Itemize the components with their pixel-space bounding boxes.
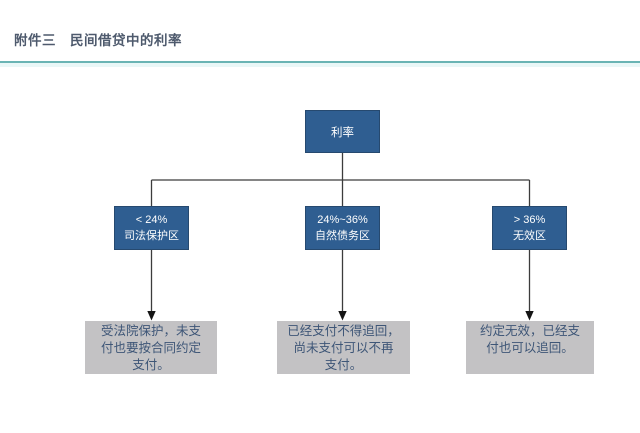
branch-zone-label: 无效区 bbox=[513, 230, 546, 242]
node-interest-rate-label: 利率 bbox=[331, 126, 354, 139]
node-invalid-zone: > 36% 无效区 bbox=[492, 206, 567, 250]
note-invalid: 约定无效，已经支 付也可以追回。 bbox=[466, 321, 594, 374]
branch-range-label: 24%~36% bbox=[317, 213, 368, 226]
branch-zone-label: 司法保护区 bbox=[124, 230, 179, 242]
arrow-down-icon bbox=[147, 311, 156, 321]
branch-range-label: < 24% bbox=[135, 213, 168, 226]
branch-range-label: > 36% bbox=[513, 213, 546, 226]
page-title: 附件三 民间借贷中的利率 bbox=[14, 33, 182, 48]
note-natural-debt: 已经支付不得追回， 尚未支付可以不再 支付。 bbox=[277, 321, 410, 374]
arrow-down-icon bbox=[525, 311, 534, 321]
branch-zone-label: 自然债务区 bbox=[315, 230, 370, 242]
arrow-down-icon bbox=[338, 311, 347, 321]
node-natural-debt-zone: 24%~36% 自然债务区 bbox=[305, 206, 380, 250]
teal-divider bbox=[0, 61, 640, 63]
note-judicial-protection: 受法院保护，未支 付也要按合同约定 支付。 bbox=[85, 321, 217, 374]
node-judicial-protection-zone: < 24% 司法保护区 bbox=[114, 206, 189, 250]
node-interest-rate: 利率 bbox=[305, 110, 380, 153]
teal-divider-glow bbox=[0, 63, 640, 67]
